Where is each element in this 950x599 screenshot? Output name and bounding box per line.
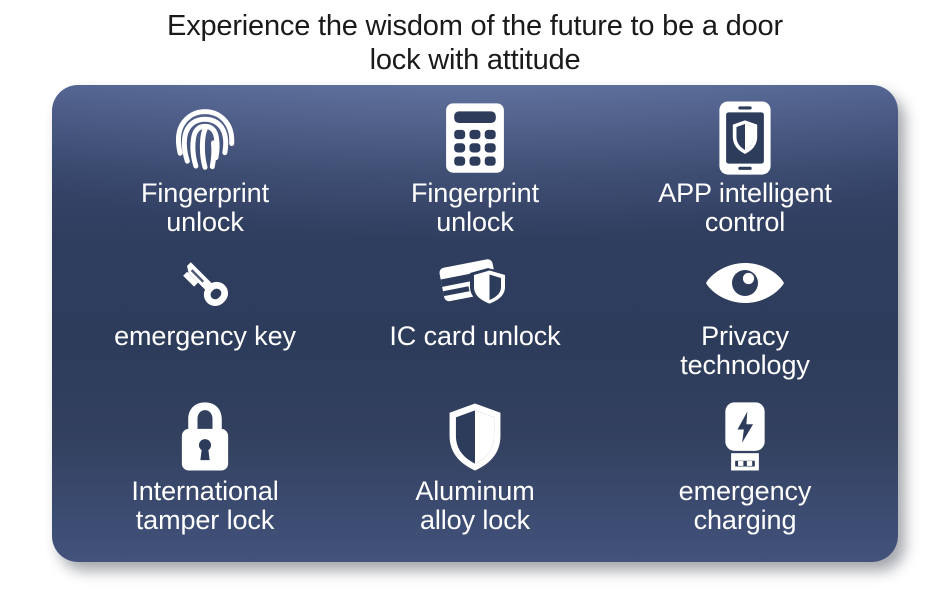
features-panel: Fingerprint unlock: [52, 85, 898, 562]
phone-shield-icon: [715, 99, 775, 177]
feature-label: APP intelligent control: [658, 178, 832, 237]
feature-label: Fingerprint unlock: [141, 178, 269, 237]
page-title-line-2: lock with attitude: [369, 43, 581, 76]
padlock-icon: [174, 401, 236, 473]
shield-icon: [444, 401, 506, 473]
power-bank-bolt-icon: [717, 401, 773, 473]
feature-cell-fingerprint-unlock: Fingerprint unlock: [70, 99, 340, 250]
feature-label: IC card unlock: [389, 321, 561, 351]
feature-cell-privacy-technology: Privacy technology: [610, 250, 880, 401]
eye-icon: [704, 250, 786, 316]
feature-cell-app-control: APP intelligent control: [610, 99, 880, 250]
feature-cell-emergency-charging: emergency charging: [610, 401, 880, 552]
fingerprint-icon: [166, 99, 244, 177]
feature-cell-tamper-lock: International tamper lock: [70, 401, 340, 552]
card-shield-icon: [436, 250, 514, 316]
feature-label: Fingerprint unlock: [411, 178, 539, 237]
feature-cell-aluminum-alloy-lock: Aluminum alloy lock: [340, 401, 610, 552]
page-title: Experience the wisdom of the future to b…: [0, 10, 950, 77]
keypad-icon: [442, 99, 508, 177]
key-icon: [172, 250, 238, 316]
feature-label: Aluminum alloy lock: [415, 476, 535, 535]
features-grid: Fingerprint unlock: [52, 85, 898, 562]
feature-label: emergency key: [114, 321, 296, 351]
feature-cell-emergency-key: emergency key: [70, 250, 340, 401]
feature-label: International tamper lock: [131, 476, 279, 535]
feature-label: emergency charging: [678, 476, 812, 535]
feature-cell-keypad-unlock: Fingerprint unlock: [340, 99, 610, 250]
page-title-line-1: Experience the wisdom of the future to b…: [167, 10, 783, 42]
feature-label: Privacy technology: [680, 321, 810, 380]
feature-cell-ic-card-unlock: IC card unlock: [340, 250, 610, 401]
